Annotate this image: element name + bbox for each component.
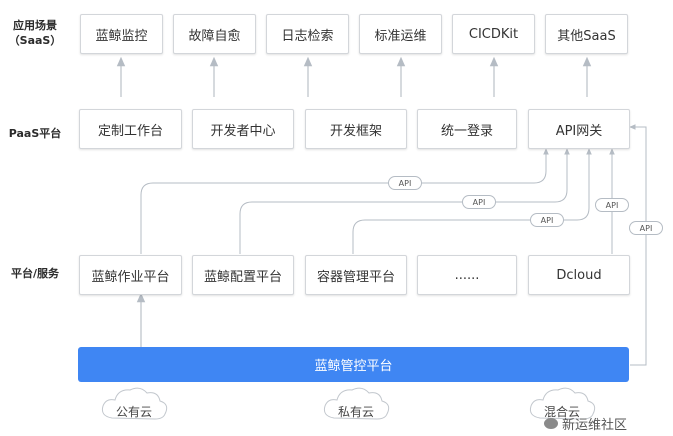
watermark-text: 新运维社区 bbox=[562, 418, 628, 433]
api-pill-4: API bbox=[595, 198, 629, 212]
side-label-apps-line2: （SaaS） bbox=[8, 34, 62, 47]
cloud-hybrid-label: 混合云 bbox=[544, 405, 581, 419]
base-control-platform-bar: 蓝鲸管控平台 bbox=[78, 347, 629, 382]
api-line-base bbox=[629, 124, 647, 366]
wechat-icon bbox=[544, 418, 558, 429]
saas-box-cicdkit: CICDKit bbox=[452, 14, 535, 54]
platform-box-dcloud: Dcloud bbox=[528, 255, 630, 295]
api-pill-5: API bbox=[629, 221, 663, 235]
saas-box-log-search: 日志检索 bbox=[266, 14, 349, 54]
paas-box-dev-center: 开发者中心 bbox=[192, 109, 294, 149]
cloud-private-icon bbox=[323, 387, 390, 420]
platform-box-container: 容器管理平台 bbox=[305, 255, 407, 295]
api-line-job bbox=[140, 148, 549, 254]
side-label-paas: PaaS平台 bbox=[8, 127, 62, 140]
side-label-apps-line1: 应用场景 bbox=[13, 19, 57, 32]
side-label-platform: 平台/服务 bbox=[10, 267, 60, 280]
watermark: 新运维社区 bbox=[544, 414, 627, 433]
platform-box-job: 蓝鲸作业平台 bbox=[79, 255, 182, 295]
paas-box-api-gateway: API网关 bbox=[528, 109, 630, 149]
paas-box-unified-login: 统一登录 bbox=[417, 109, 517, 149]
api-pill-2: API bbox=[462, 195, 496, 209]
platform-box-cmdb: 蓝鲸配置平台 bbox=[192, 255, 294, 295]
api-line-cmdb bbox=[239, 148, 570, 254]
cloud-public-icon bbox=[101, 387, 168, 420]
saas-box-other: 其他SaaS bbox=[545, 14, 628, 54]
platform-box-more: ...... bbox=[417, 255, 517, 295]
paas-box-dev-framework: 开发框架 bbox=[305, 109, 407, 149]
cloud-hybrid-icon bbox=[529, 387, 596, 420]
api-pill-1: API bbox=[388, 176, 422, 190]
saas-box-self-healing: 故障自愈 bbox=[173, 14, 256, 54]
api-pill-3: API bbox=[530, 213, 564, 227]
paas-box-workbench: 定制工作台 bbox=[79, 109, 182, 149]
cloud-private-label: 私有云 bbox=[338, 405, 375, 419]
saas-box-monitor: 蓝鲸监控 bbox=[80, 14, 163, 54]
api-line-container bbox=[352, 148, 592, 254]
cloud-public-label: 公有云 bbox=[116, 405, 153, 419]
side-label-apps: 应用场景 （SaaS） bbox=[4, 18, 66, 48]
saas-box-standard-ops: 标准运维 bbox=[359, 14, 442, 54]
